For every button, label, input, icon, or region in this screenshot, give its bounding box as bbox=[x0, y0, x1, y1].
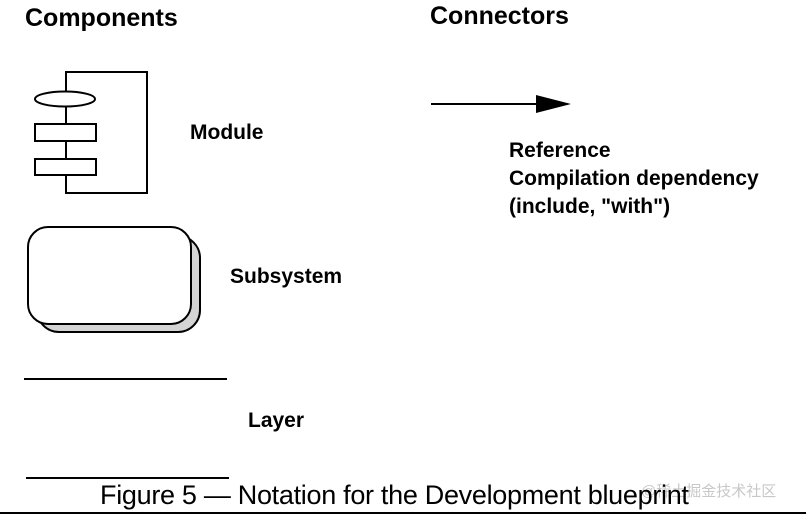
module-icon bbox=[34, 71, 148, 194]
connector-line-include: (include, "with") bbox=[509, 195, 671, 218]
layer-label: Layer bbox=[248, 409, 305, 432]
module-port-rect bbox=[34, 158, 97, 176]
arrow-head bbox=[536, 95, 571, 113]
subsystem-icon bbox=[27, 226, 201, 333]
connector-description: Reference Compilation dependency (includ… bbox=[509, 137, 759, 221]
watermark: @稀土掘金技术社区 bbox=[641, 483, 777, 500]
reference-arrow-icon bbox=[431, 95, 571, 113]
connectors-heading: Connectors bbox=[430, 2, 569, 30]
module-ellipse bbox=[34, 90, 96, 108]
layer-bottom-line bbox=[26, 477, 229, 479]
layer-top-line bbox=[24, 378, 227, 380]
connector-line-compilation: Compilation dependency bbox=[509, 167, 759, 190]
subsystem-label: Subsystem bbox=[230, 265, 343, 288]
figure-caption: Figure 5 — Notation for the Development … bbox=[100, 480, 689, 510]
connector-line-reference: Reference bbox=[509, 139, 611, 162]
subsystem-box bbox=[27, 226, 192, 325]
components-heading: Components bbox=[25, 4, 178, 32]
module-label: Module bbox=[190, 121, 264, 144]
module-body-outline bbox=[65, 71, 148, 194]
module-port-rect bbox=[34, 123, 97, 142]
bottom-rule bbox=[0, 512, 806, 514]
